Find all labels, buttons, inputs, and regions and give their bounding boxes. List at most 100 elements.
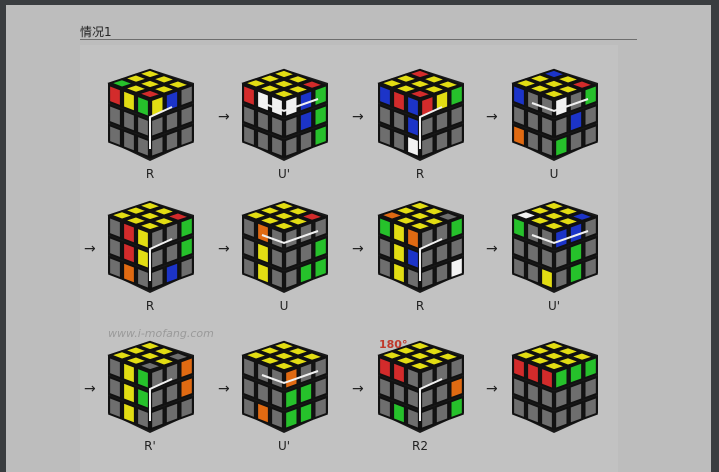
cube-sticker [405, 360, 435, 372]
cube-sticker [511, 210, 541, 221]
cube-sticker [420, 114, 435, 139]
cube-sticker [256, 108, 270, 134]
scrollbar-edge [711, 0, 719, 472]
cube-sticker [567, 351, 597, 362]
cube-sticker [539, 78, 569, 90]
cube-sticker [255, 205, 285, 216]
cube-sticker [298, 108, 314, 134]
cube-sticker [135, 350, 165, 362]
cube-sticker [378, 235, 392, 260]
cube-sticker [242, 123, 256, 148]
cube-sticker [136, 114, 150, 139]
cube-sticker [256, 88, 270, 114]
step-arrow: → [486, 109, 498, 125]
move-notation: R2 [412, 439, 428, 453]
cube-sticker [121, 355, 151, 366]
cube-sticker [136, 406, 150, 431]
cube-sticker [405, 220, 435, 232]
rubiks-cube-diagram [107, 340, 194, 433]
cube-sticker [135, 340, 165, 352]
cube-sticker [405, 210, 435, 222]
cube-sticker [256, 400, 270, 426]
cube-sticker [512, 375, 526, 400]
cube-sticker [553, 74, 583, 85]
cube-sticker [512, 215, 526, 240]
cube-sticker [269, 88, 299, 100]
cube-sticker [163, 351, 193, 362]
cube-sticker [553, 206, 583, 217]
step-arrow: → [486, 381, 498, 397]
cube-sticker [270, 406, 284, 431]
cube-sticker [406, 226, 420, 251]
cube-sticker [554, 246, 569, 271]
step-arrow: → [84, 241, 96, 257]
cube-sticker [449, 395, 464, 420]
cube-sticker [511, 350, 541, 361]
cube-sticker [149, 216, 179, 227]
cube-sticker [540, 406, 554, 431]
cube-sticker [150, 406, 165, 431]
cube-sticker [377, 350, 407, 361]
cube-sticker [583, 255, 598, 280]
move-notation: R [415, 167, 425, 181]
cube-sticker [121, 345, 151, 356]
cube-sticker [255, 345, 285, 356]
cube-sticker [392, 108, 406, 134]
cube-sticker [405, 68, 435, 80]
move-notation: U [549, 167, 559, 181]
cube-sticker [135, 200, 165, 212]
cube-sticker [449, 123, 464, 148]
cube-sticker [583, 355, 598, 380]
cube-sticker [107, 350, 137, 361]
cube-sticker [122, 128, 136, 154]
cube-sticker [270, 386, 284, 411]
cube-sticker [269, 68, 299, 80]
cube-sticker [107, 210, 137, 221]
cube-sticker [179, 255, 194, 280]
step-arrow: → [218, 381, 230, 397]
cube-sticker [525, 215, 555, 226]
cube-sticker [525, 205, 555, 216]
cube-sticker [391, 205, 421, 216]
cube-sticker [256, 128, 270, 154]
cube-sticker [406, 366, 420, 391]
cube-sticker [283, 74, 313, 85]
cube-sticker [255, 73, 285, 84]
cube-sticker [553, 216, 583, 227]
turn-arrow [261, 98, 319, 113]
cube-sticker [270, 246, 284, 271]
cube-sticker [378, 375, 392, 400]
algorithm-step: R' [104, 335, 196, 455]
turn-arrow [261, 370, 319, 385]
cube-sticker [108, 103, 122, 128]
turn-arrow [531, 98, 589, 113]
step-arrow: → [352, 381, 364, 397]
cube-sticker [554, 406, 569, 431]
cube-sticker [378, 355, 392, 380]
cube-sticker [284, 246, 299, 271]
cube-sticker [150, 134, 165, 159]
cube-sticker [568, 128, 584, 154]
cube-sticker [313, 375, 328, 400]
cube-sticker [179, 123, 194, 148]
cube-sticker [420, 386, 435, 411]
move-notation: R' [144, 439, 156, 453]
cube-sticker [553, 346, 583, 357]
cube-sticker [405, 88, 435, 100]
cube-sticker [164, 88, 180, 114]
cube-sticker [583, 215, 598, 240]
cube-sticker [122, 88, 136, 114]
algorithm-step: U [508, 63, 600, 183]
cube-sticker [405, 200, 435, 212]
cube-sticker [511, 78, 541, 89]
cube-sticker [568, 380, 584, 406]
cube-sticker [406, 134, 420, 159]
cube-sticker [136, 386, 150, 411]
move-notation: R [415, 299, 425, 313]
cube-sticker [121, 205, 151, 216]
cube-sticker [122, 240, 136, 266]
cube-sticker [164, 360, 180, 386]
step-arrow: → [218, 109, 230, 125]
rotation-label: 180° [379, 338, 408, 351]
cube-sticker [539, 200, 569, 212]
